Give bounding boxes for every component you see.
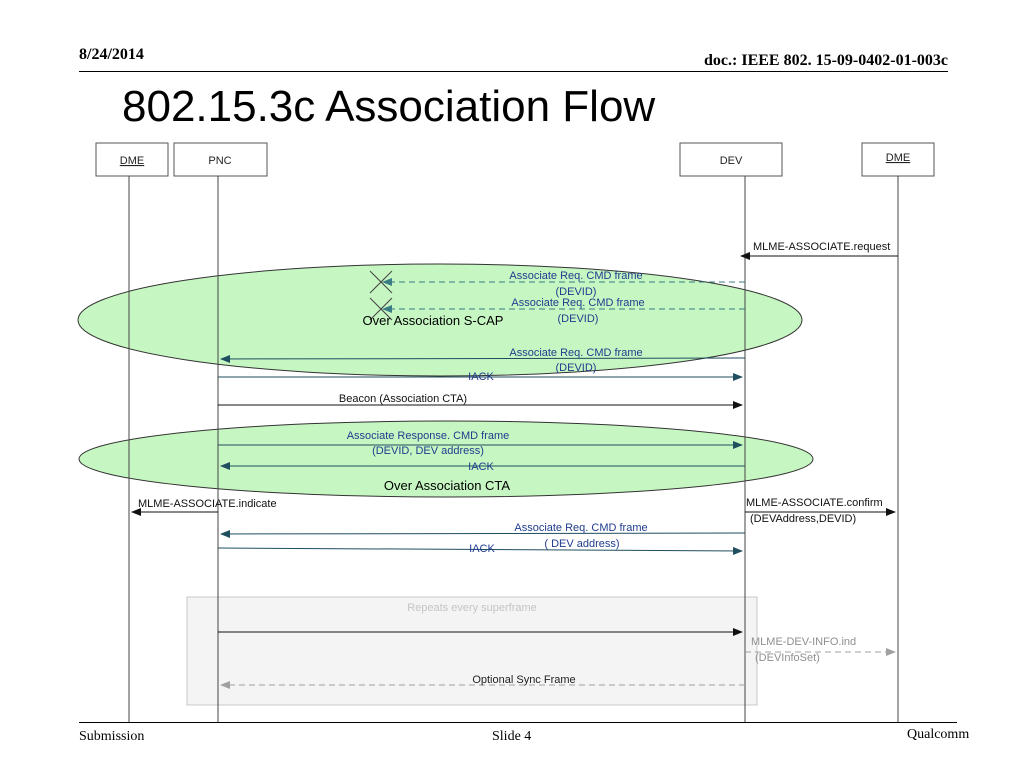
arrow-iack-3 [217,546,743,555]
footer-rule [79,722,957,723]
label-iack-2: IACK [468,461,494,473]
x-mark-2b [369,297,393,321]
label-req3-line1: Associate Req. CMD frame [509,347,642,359]
label-req2-line1: Associate Req. CMD frame [511,297,644,309]
entity-label-dev: DEV [720,155,743,167]
label-iack-1: IACK [468,371,494,383]
label-req3-line2: (DEVID) [556,362,597,374]
entity-box-dme-left [95,142,169,177]
label-beacon: Beacon (Association CTA) [339,393,467,405]
header-rule [79,71,948,72]
label-assoc-request: MLME-ASSOCIATE.request [753,241,890,253]
entity-box-dme-right [861,142,935,177]
entity-label-dme-right: DME [886,152,910,164]
label-sync-frame: Optional Sync Frame [472,674,575,686]
footer-submission: Submission [79,729,145,744]
entity-label-dme-left: DME [120,155,144,167]
superframe-repeat-box [186,596,758,706]
slide-title: 802.15.3c Association Flow [122,82,656,131]
entity-box-pnc [173,142,268,177]
label-assoc-confirm-line1: MLME-ASSOCIATE.confirm [746,497,883,509]
label-assoc-indicate: MLME-ASSOCIATE.indicate [138,498,277,510]
footer-slide-number: Slide 4 [492,729,532,744]
x-mark-1b [369,270,393,294]
arrow-req-success [220,354,746,363]
scap-region-ellipse [77,263,803,377]
label-cta-region: Over Association CTA [384,478,511,493]
label-req4-line1: Associate Req. CMD frame [514,522,647,534]
label-req1-line2: (DEVID) [556,286,597,298]
label-req4-line2: ( DEV address) [544,538,619,550]
label-req2-line2: (DEVID) [558,313,599,325]
header-date: 8/24/2014 [79,46,144,63]
entity-label-pnc: PNC [208,155,231,167]
label-assoc-confirm-line2: (DEVAddress,DEVID) [750,513,856,525]
label-devinfo-line2: (DEVInfoSet) [755,652,820,664]
label-devinfo-line1: MLME-DEV-INFO.ind [751,636,856,648]
header-doc-id: doc.: IEEE 802. 15-09-0402-01-003c [704,52,948,69]
cta-region-ellipse [78,420,814,498]
arrow-req-dev-address [220,529,746,538]
label-resp-line2: (DEVID, DEV address) [372,445,484,457]
label-scap-region: Over Association S-CAP [363,313,504,328]
footer-company: Qualcomm [907,727,970,742]
entity-box-dev [679,142,783,177]
label-resp-line1: Associate Response. CMD frame [347,430,510,442]
label-iack-3: IACK [469,543,495,555]
label-req1-line1: Associate Req. CMD frame [509,270,642,282]
label-repeat-region: Repeats every superframe [407,602,537,614]
